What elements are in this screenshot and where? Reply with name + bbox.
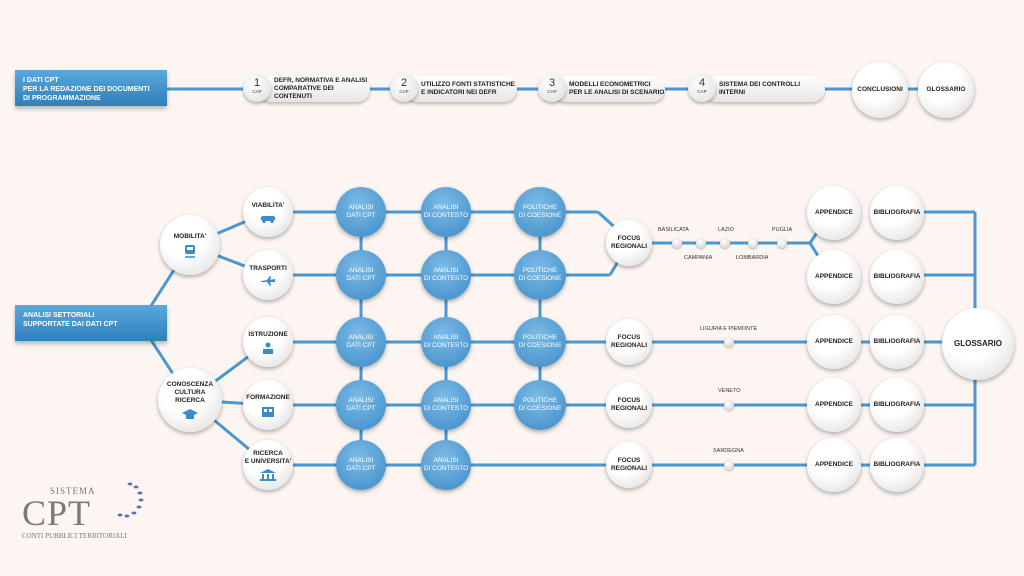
region-dot-basilicata[interactable] xyxy=(672,238,682,248)
analisi-dati-viabilita[interactable]: ANALISI DATI CPT xyxy=(336,187,386,237)
analisi-contesto-ricerca[interactable]: ANALISI DI CONTESTO xyxy=(421,440,471,490)
conoscenza-label: CONOSCENZA CULTURA RICERCA xyxy=(166,380,214,404)
region-dot-sardegna[interactable] xyxy=(724,460,734,470)
analisi-dati-trasporti[interactable]: ANALISI DATI CPT xyxy=(336,250,386,300)
chapter-4-num: 4 xyxy=(698,77,706,89)
university-icon xyxy=(260,468,276,481)
region-veneto: VENETO xyxy=(718,388,741,394)
chapter-1-label: DEFR, NORMATIVA E ANALISI COMPARATIVE DE… xyxy=(274,77,368,100)
chapter-3-cap: CAP xyxy=(547,89,557,94)
appendice-4[interactable]: APPENDICE xyxy=(807,378,861,432)
region-dot-puglia[interactable] xyxy=(777,238,787,248)
focus-regionali-ricerca[interactable]: FOCUS REGIONALI xyxy=(606,442,652,488)
chapter-3-pill[interactable]: MODELLI ECONOMETRICI PER LE ANALISI DI S… xyxy=(553,76,665,102)
sector-viabilita[interactable]: VIABILITA' xyxy=(243,187,293,237)
politiche-formazione[interactable]: POLITICHE DI COESIONE xyxy=(514,380,566,430)
analisi-contesto-trasporti[interactable]: ANALISI DI CONTESTO xyxy=(421,250,471,300)
chapter-2-cap: CAP xyxy=(399,89,409,94)
analisi-dati-formazione[interactable]: ANALISI DATI CPT xyxy=(336,380,386,430)
cpt-logo: SISTEMA CPT CONTI PUBBLICI TERRITORIALI xyxy=(20,478,150,548)
logo-sistema: SISTEMA xyxy=(50,486,96,496)
chapter-1-num: 1 xyxy=(253,77,261,89)
sector-ricerca[interactable]: RICERCA E UNIVERSITA' xyxy=(243,440,293,490)
bibliografia-3[interactable]: BIBLIOGRAFIA xyxy=(870,315,924,369)
region-basilicata: BASILICATA xyxy=(658,227,689,233)
trasporti-label: TRASPORTI xyxy=(249,264,287,272)
glossario-top-button[interactable]: GLOSSARIO xyxy=(918,62,974,118)
analisi-contesto-istruzione[interactable]: ANALISI DI CONTESTO xyxy=(421,317,471,367)
region-liguria-piemonte: LIGURIA E PIEMONTE xyxy=(700,326,758,332)
chapter-2-num: 2 xyxy=(400,77,408,89)
mobilita-group[interactable]: MOBILITA' xyxy=(160,215,220,275)
analisi-dati-ricerca[interactable]: ANALISI DATI CPT xyxy=(336,440,386,490)
airplane-icon xyxy=(261,275,275,286)
politiche-viabilita[interactable]: POLITICHE DI COESIONE xyxy=(514,187,566,237)
logo-brand: CPT xyxy=(22,493,92,533)
viabilita-label: VIABILITA' xyxy=(251,201,285,209)
region-dot-liguria-piemonte[interactable] xyxy=(724,337,734,347)
student-icon xyxy=(263,342,273,354)
analisi-contesto-viabilita[interactable]: ANALISI DI CONTESTO xyxy=(421,187,471,237)
conclusioni-button[interactable]: CONCLUSIONI xyxy=(852,62,908,118)
focus-regionali-formazione[interactable]: FOCUS REGIONALI xyxy=(606,382,652,428)
sector-formazione[interactable]: FORMAZIONE xyxy=(243,380,293,430)
analisi-dati-istruzione[interactable]: ANALISI DATI CPT xyxy=(336,317,386,367)
formazione-label: FORMAZIONE xyxy=(246,393,290,401)
chapter-1-cap: CAP xyxy=(252,89,262,94)
sector-trasporti[interactable]: TRASPORTI xyxy=(243,250,293,300)
region-sardegna: SARDEGNA xyxy=(713,448,744,454)
train-icon xyxy=(185,244,195,258)
chapter-1-pill[interactable]: DEFR, NORMATIVA E ANALISI COMPARATIVE DE… xyxy=(258,76,370,102)
chapter-4-cap: CAP xyxy=(697,89,707,94)
car-icon xyxy=(261,215,275,223)
appendice-3[interactable]: APPENDICE xyxy=(807,315,861,369)
bibliografia-4[interactable]: BIBLIOGRAFIA xyxy=(870,378,924,432)
logo-wreath-icon xyxy=(117,482,144,518)
region-campania: CAMPANIA xyxy=(684,255,713,261)
region-puglia: PUGLIA xyxy=(772,227,793,233)
appendice-2[interactable]: APPENDICE xyxy=(807,250,861,304)
region-dot-veneto[interactable] xyxy=(724,400,734,410)
chapter-2-pill[interactable]: UTILIZZO FONTI STATISTICHE E INDICATORI … xyxy=(405,76,517,102)
bibliografia-2[interactable]: BIBLIOGRAFIA xyxy=(870,250,924,304)
chapter-3-num: 3 xyxy=(548,77,556,89)
bottom-header[interactable]: ANALISI SETTORIALI SUPPORTATE DAI DATI C… xyxy=(15,305,167,341)
istruzione-label: ISTRUZIONE xyxy=(248,330,288,338)
region-dot-lazio[interactable] xyxy=(720,238,730,248)
focus-regionali-mobilita[interactable]: FOCUS REGIONALI xyxy=(606,220,652,266)
region-dot-campania[interactable] xyxy=(696,238,706,248)
analisi-contesto-formazione[interactable]: ANALISI DI CONTESTO xyxy=(421,380,471,430)
conoscenza-group[interactable]: CONOSCENZA CULTURA RICERCA xyxy=(158,368,222,432)
chapter-4-label: SISTEMA DEI CONTROLLI INTERNI xyxy=(719,81,801,96)
mobilita-label: MOBILITA' xyxy=(173,232,207,240)
politiche-trasporti[interactable]: POLITICHE DI COESIONE xyxy=(514,250,566,300)
logo-full: CONTI PUBBLICI TERRITORIALI xyxy=(22,532,127,540)
region-lazio: LAZIO xyxy=(718,227,734,233)
graduation-cap-icon xyxy=(182,408,198,419)
politiche-istruzione[interactable]: POLITICHE DI COESIONE xyxy=(514,317,566,367)
glossario-bottom-button[interactable]: GLOSSARIO xyxy=(942,308,1014,380)
top-header[interactable]: I DATI CPT PER LA REDAZIONE DEI DOCUMENT… xyxy=(15,70,167,106)
chapter-2-label: UTILIZZO FONTI STATISTICHE E INDICATORI … xyxy=(421,81,515,96)
focus-regionali-istruzione[interactable]: FOCUS REGIONALI xyxy=(606,319,652,365)
appendice-5[interactable]: APPENDICE xyxy=(807,438,861,492)
region-lombardia: LOMBARDIA xyxy=(736,255,769,261)
appendice-1[interactable]: APPENDICE xyxy=(807,186,861,240)
bibliografia-1[interactable]: BIBLIOGRAFIA xyxy=(870,186,924,240)
chapter-4-pill[interactable]: SISTEMA DEI CONTROLLI INTERNI xyxy=(703,76,825,102)
bibliografia-5[interactable]: BIBLIOGRAFIA xyxy=(870,438,924,492)
sector-istruzione[interactable]: ISTRUZIONE xyxy=(243,317,293,367)
region-dot-lombardia[interactable] xyxy=(748,238,758,248)
chapter-3-label: MODELLI ECONOMETRICI PER LE ANALISI DI S… xyxy=(569,81,665,96)
ricerca-label: RICERCA E UNIVERSITA' xyxy=(244,449,292,465)
building-icon xyxy=(262,406,274,417)
